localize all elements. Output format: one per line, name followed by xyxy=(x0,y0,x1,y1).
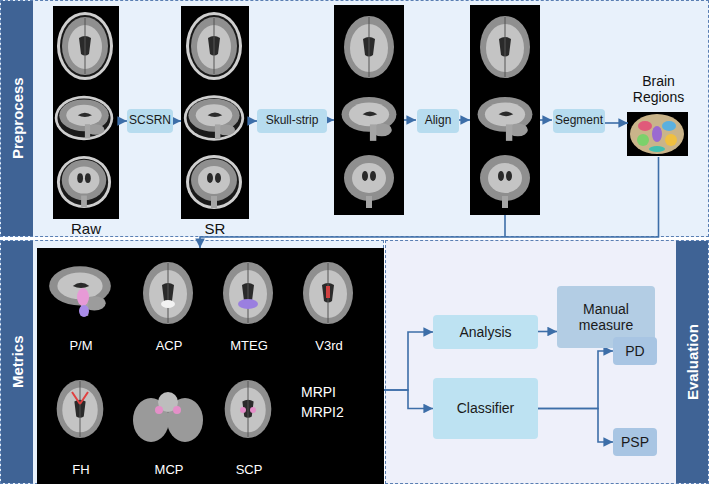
process-box: PD xyxy=(613,337,657,365)
process-box: Segment xyxy=(553,109,605,133)
metric-thumbnail: SCP xyxy=(209,363,289,477)
box-label: Align xyxy=(425,114,452,128)
metric-thumbnail: P/M xyxy=(41,253,121,353)
metric-thumbnail: MTEG xyxy=(209,253,289,353)
process-box: SCSRN xyxy=(127,109,173,133)
process-box: PSP xyxy=(613,428,657,456)
image-caption: SR xyxy=(169,220,261,237)
metric-label: MRPI xyxy=(301,384,336,400)
box-label: PSP xyxy=(621,434,649,450)
metric-label: V3rd xyxy=(283,338,375,353)
metric-label: MRPI2 xyxy=(301,404,344,420)
mri-image: Raw xyxy=(53,6,119,219)
process-box: Classifier xyxy=(433,378,538,439)
section-title: Metrics xyxy=(1,241,33,483)
process-box: Skull-strip xyxy=(257,109,327,133)
metric-label: MCP xyxy=(123,462,215,477)
box-label: PD xyxy=(625,343,644,359)
metric-label: FH xyxy=(35,462,127,477)
metrics-board: MRPI MRPI2 P/MACPMTEGV3rdFHMCPSCP xyxy=(37,248,384,484)
metric-label: P/M xyxy=(35,338,127,353)
process-box: Align xyxy=(417,109,459,133)
metric-thumbnail: ACP xyxy=(129,253,209,353)
metric-label: ACP xyxy=(123,338,215,353)
metric-thumbnail: V3rd xyxy=(289,253,369,353)
section-panel: PreprocessRawSCSRNSRSkull-stripAlignSegm… xyxy=(0,0,709,237)
section-panel: Evaluation Analysis Manual measureClassifi… xyxy=(385,240,709,484)
image-caption: Raw xyxy=(41,220,131,237)
image-caption: Brain Regions xyxy=(616,73,701,105)
box-label: Analysis xyxy=(459,324,511,340)
box-label: SCSRN xyxy=(129,114,171,128)
section-title: Preprocess xyxy=(1,1,33,236)
metric-label: SCP xyxy=(203,462,295,477)
process-box: Analysis xyxy=(433,315,538,349)
box-label: Skull-strip xyxy=(266,114,319,128)
box-label: Manual measure xyxy=(569,301,643,333)
metric-thumbnail: FH xyxy=(41,363,121,477)
mri-image: Brain Regions xyxy=(628,113,689,157)
metric-thumbnail: MCP xyxy=(129,363,209,477)
metric-label: MTEG xyxy=(203,338,295,353)
box-label: Segment xyxy=(555,114,603,128)
mri-image: SR xyxy=(181,6,249,219)
section-panel: MetricsMRPI MRPI2 P/MACPMTEGV3rdFHMCPSCP xyxy=(0,240,384,484)
section-title: Evaluation xyxy=(676,241,708,483)
box-label: Classifier xyxy=(457,400,515,416)
